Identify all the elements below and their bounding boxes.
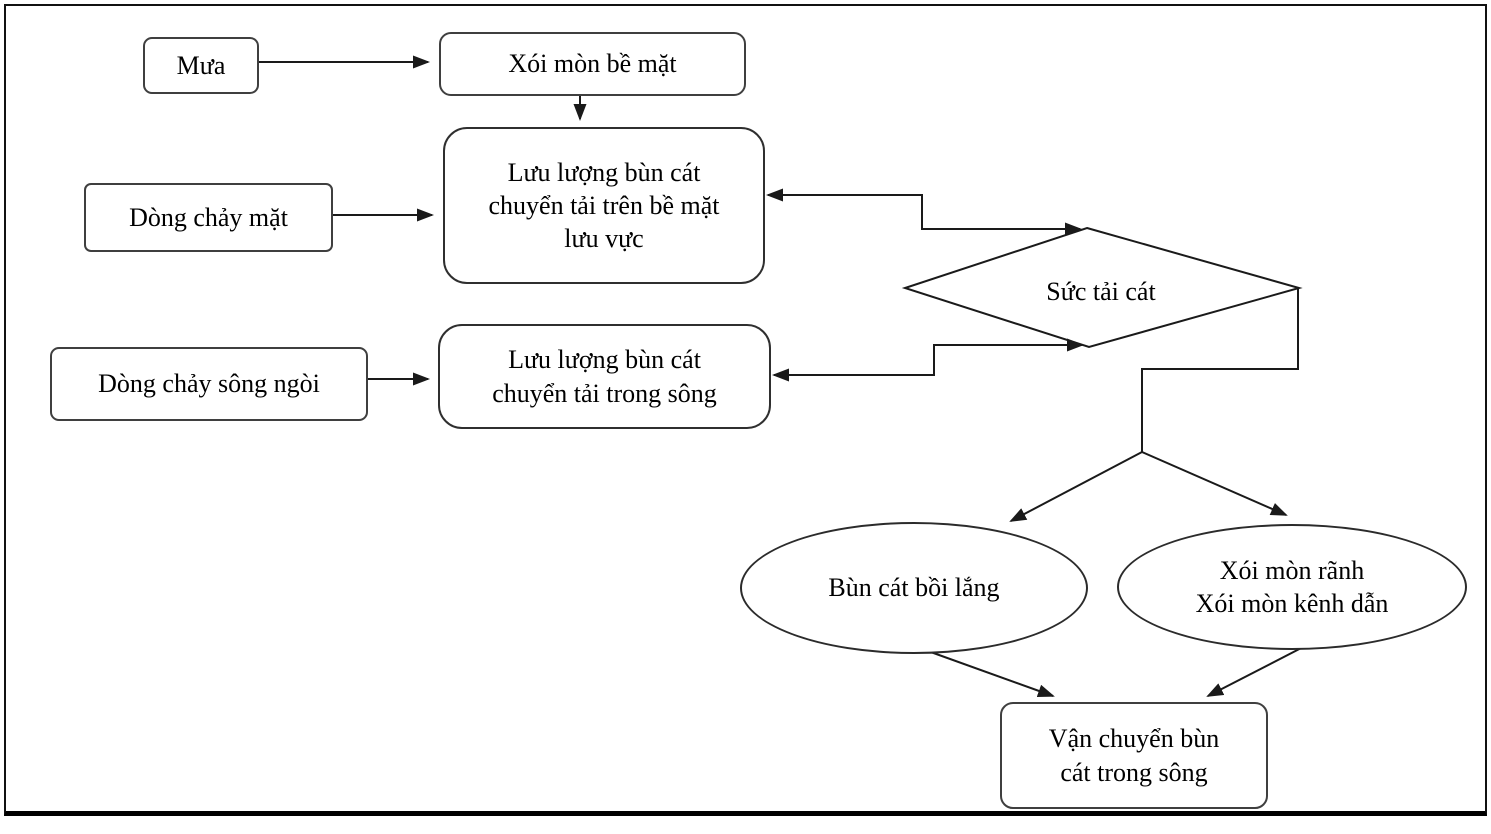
node-river-sediment-transport-label: Vận chuyển bùn cát trong sông (1048, 724, 1220, 787)
node-river-flow: Dòng chảy sông ngòi (50, 347, 368, 421)
edge-split-to-buncat (1009, 451, 1143, 522)
node-surface-flow: Dòng chảy mặt (84, 183, 333, 252)
node-sediment-deposition: Bùn cát bồi lắng (740, 522, 1088, 654)
node-sediment-capacity: Sức tải cát (956, 268, 1246, 316)
node-basin-sediment-discharge-label: Lưu lượng bùn cát chuyển tải trên bề mặt… (488, 157, 720, 254)
node-river-sediment-discharge-label: Lưu lượng bùn cát chuyển tải trong sông (492, 345, 717, 408)
diagram-frame: Mưa Xói mòn bề mặt Lưu lượng bùn cát chu… (4, 4, 1487, 816)
node-river-flow-label: Dòng chảy sông ngòi (98, 369, 320, 399)
node-basin-sediment-discharge: Lưu lượng bùn cát chuyển tải trên bề mặt… (443, 127, 765, 284)
node-river-sediment-transport: Vận chuyển bùn cát trong sông (1000, 702, 1268, 809)
node-sediment-deposition-label: Bùn cát bồi lắng (828, 573, 1000, 603)
node-sediment-capacity-label: Sức tải cát (1046, 277, 1156, 307)
edge-xoimonranh-to-vanchuyen (1206, 643, 1310, 697)
node-rain: Mưa (143, 37, 259, 94)
node-rain-label: Mưa (176, 50, 226, 80)
edge-luuluongbemat-suctaicat (766, 188, 1082, 236)
node-gully-channel-erosion-label: Xói mòn rãnh Xói mòn kênh dẫn (1195, 555, 1389, 618)
edge-split-to-xoimonranh (1141, 451, 1288, 516)
node-surface-erosion: Xói mòn bề mặt (439, 32, 746, 96)
edge-luuluongsong-suctaicat (772, 338, 1084, 382)
node-surface-flow-label: Dòng chảy mặt (129, 202, 288, 232)
node-gully-channel-erosion: Xói mòn rãnh Xói mòn kênh dẫn (1117, 524, 1467, 650)
node-surface-erosion-label: Xói mòn bề mặt (508, 49, 677, 79)
node-river-sediment-discharge: Lưu lượng bùn cát chuyển tải trong sông (438, 324, 771, 429)
